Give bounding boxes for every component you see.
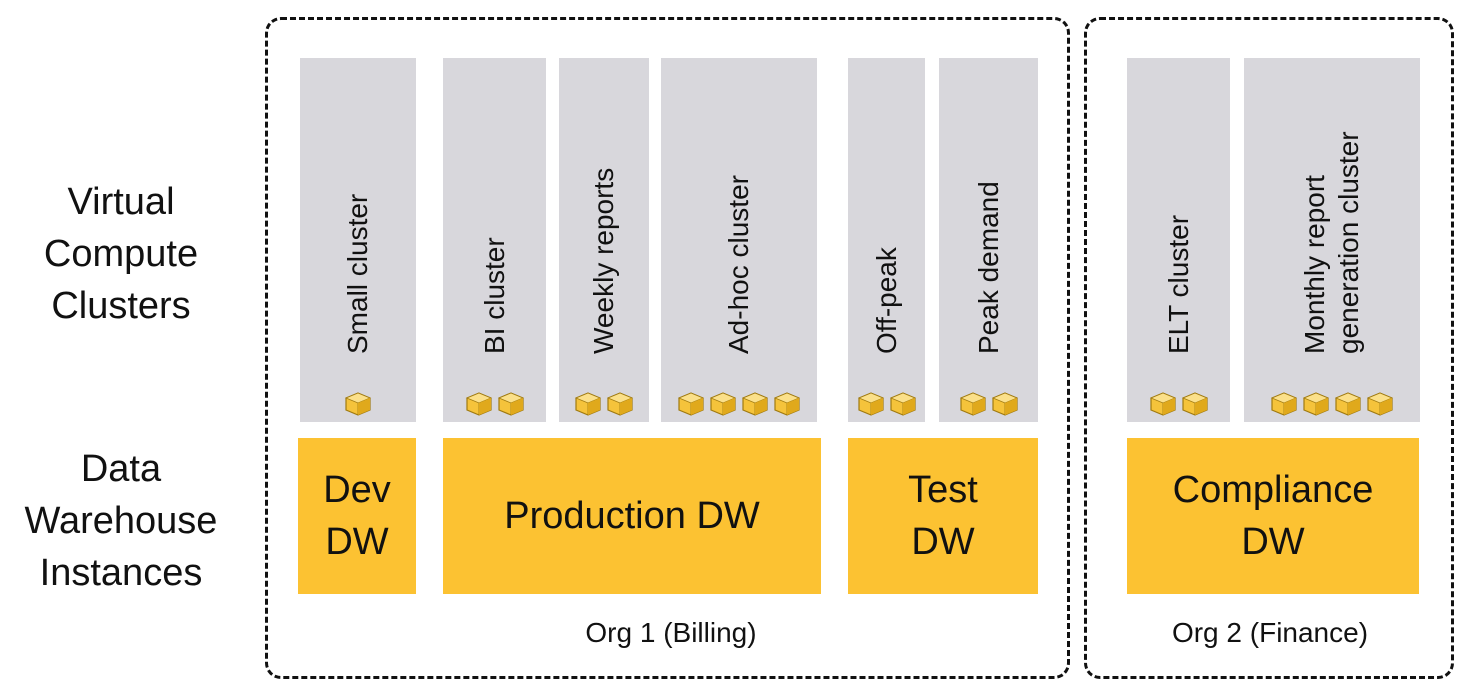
ad-hoc-cluster: Ad-hoc cluster xyxy=(661,58,817,422)
compute-node-icon xyxy=(889,392,917,416)
dw-label-line: Test xyxy=(908,469,978,511)
compute-nodes xyxy=(848,392,925,416)
cluster-label: BI cluster xyxy=(478,237,512,354)
cluster-label: ELT cluster xyxy=(1162,215,1196,354)
compute-node-icon xyxy=(497,392,525,416)
row-label-line: Warehouse xyxy=(24,500,218,542)
compute-node-icon xyxy=(1302,392,1330,416)
cluster-label-line: ELT cluster xyxy=(1162,214,1194,354)
compute-node-icon xyxy=(1149,392,1177,416)
compute-node-icon xyxy=(773,392,801,416)
cluster-label-line: Ad-hoc cluster xyxy=(723,175,754,354)
row-label-line: Instances xyxy=(39,552,203,594)
cluster-label: Ad-hoc cluster xyxy=(722,175,756,354)
cluster-label: Small cluster xyxy=(341,194,375,354)
compute-node-icon xyxy=(991,392,1019,416)
production-dw: Production DW xyxy=(443,438,821,594)
bi-cluster: BI cluster xyxy=(443,58,546,422)
compute-node-icon xyxy=(709,392,737,416)
off-peak-cluster: Off-peak xyxy=(848,58,925,422)
row-label-instances: Data Warehouse Instances xyxy=(10,443,232,599)
cluster-label-line: Weekly reports xyxy=(588,167,619,354)
dw-label-line: DW xyxy=(1241,521,1305,563)
dw-label-line: Production DW xyxy=(504,495,760,537)
org-1-box xyxy=(265,17,1070,679)
cluster-label-line: Off-peak xyxy=(870,247,902,354)
elt-cluster: ELT cluster xyxy=(1127,58,1230,422)
row-label-line: Virtual xyxy=(67,181,175,223)
compute-node-icon xyxy=(574,392,602,416)
compute-nodes xyxy=(1127,392,1230,416)
compute-node-icon xyxy=(465,392,493,416)
compute-node-icon xyxy=(1334,392,1362,416)
row-label-clusters: Virtual Compute Clusters xyxy=(10,176,232,332)
compute-node-icon xyxy=(344,392,372,416)
compute-node-icon xyxy=(1366,392,1394,416)
small-cluster: Small cluster xyxy=(300,58,416,422)
cluster-label: Peak demand xyxy=(972,181,1006,354)
dw-label-line: Dev xyxy=(323,469,391,511)
dw-label-line: Compliance xyxy=(1172,469,1374,511)
peak-demand-cluster: Peak demand xyxy=(939,58,1038,422)
org-2-box xyxy=(1084,17,1454,679)
compute-nodes xyxy=(1244,392,1420,416)
compute-nodes xyxy=(443,392,546,416)
org-1-label: Org 1 (Billing) xyxy=(585,617,757,648)
compute-nodes xyxy=(300,392,416,416)
cluster-label-line: Peak demand xyxy=(972,181,1004,354)
row-label-line: Clusters xyxy=(51,285,191,327)
compute-nodes xyxy=(559,392,649,416)
compute-nodes xyxy=(939,392,1038,416)
compute-node-icon xyxy=(741,392,769,416)
cluster-label-line: Monthly report xyxy=(1299,175,1330,354)
dw-label-line: DW xyxy=(911,521,975,563)
org-2-label: Org 2 (Finance) xyxy=(1171,617,1369,648)
compute-node-icon xyxy=(857,392,885,416)
compute-node-icon xyxy=(606,392,634,416)
compute-node-icon xyxy=(959,392,987,416)
cluster-label-line: Small cluster xyxy=(342,193,373,354)
cluster-label: Weekly reports xyxy=(587,168,621,354)
cluster-label: Off-peak xyxy=(870,247,904,354)
compute-node-icon xyxy=(1270,392,1298,416)
dw-label-line: DW xyxy=(325,521,389,563)
cluster-label-line: generation cluster xyxy=(1333,131,1364,354)
cluster-label-line: BI cluster xyxy=(478,237,510,354)
compute-node-icon xyxy=(677,392,705,416)
row-label-line: Compute xyxy=(43,233,199,275)
compute-nodes xyxy=(661,392,817,416)
compute-node-icon xyxy=(1181,392,1209,416)
weekly-reports-cluster: Weekly reports xyxy=(559,58,649,422)
row-label-line: Data xyxy=(80,448,162,490)
